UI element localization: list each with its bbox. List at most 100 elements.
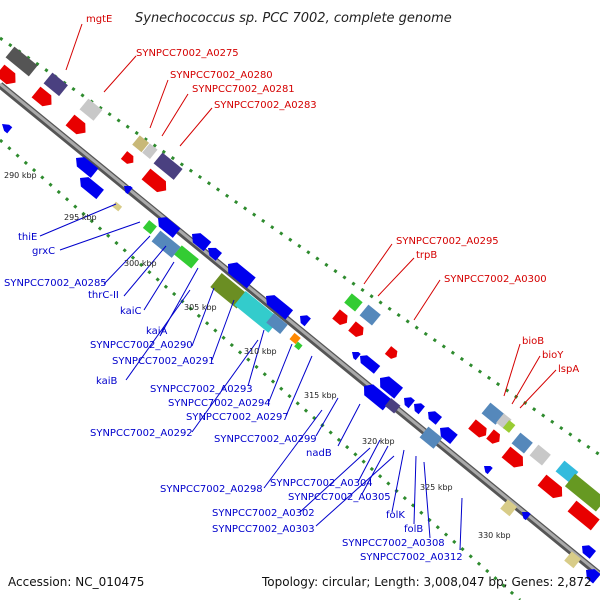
gene-a0276 [31, 86, 52, 107]
gene-a0304 [352, 352, 361, 361]
gene-a0324 [582, 545, 597, 559]
gene-a0292 [266, 295, 294, 320]
gene-a0317 [564, 473, 600, 512]
gene-a0275 [0, 64, 16, 85]
gene-a0281 [142, 143, 158, 159]
gene-a0296 [332, 309, 348, 325]
gene-a0325 [586, 569, 600, 584]
label-mgtE[interactable]: mgtE [86, 14, 112, 25]
topology-text: Topology: circular; Length: 3,008,047 bp… [261, 575, 592, 589]
gene-a0302 [364, 384, 392, 411]
label-a0291[interactable]: SYNPCC7002_A0291 [112, 356, 215, 367]
genome-backbone-highlight [0, 82, 600, 576]
label-a0297[interactable]: SYNPCC7002_A0297 [186, 412, 289, 423]
gene-a0300 [348, 321, 364, 337]
label-a0308[interactable]: SYNPCC7002_A0308 [342, 538, 445, 549]
gene-a0283 [153, 152, 183, 180]
label-a0283[interactable]: SYNPCC7002_A0283 [214, 100, 317, 111]
gene-a0322 [522, 512, 531, 521]
reverse-genes [2, 124, 600, 584]
reverse-leaders [39, 203, 463, 551]
label-a0295[interactable]: SYNPCC7002_A0295 [396, 236, 499, 247]
tick-325: 325 kbp [420, 483, 453, 492]
tick-320: 320 kbp [362, 437, 395, 446]
gene-a0299 [300, 315, 311, 327]
forward-leaders [65, 23, 557, 409]
gene-kaiC [158, 217, 181, 238]
label-kaiA[interactable]: kaiA [146, 326, 168, 337]
label-bioY[interactable]: bioY [542, 350, 564, 361]
label-bioB[interactable]: bioB [522, 336, 544, 347]
gene-bioY [496, 413, 512, 429]
gene-kaiA [192, 233, 212, 252]
label-trpB[interactable]: trpB [416, 250, 437, 261]
gene-a0318 [537, 474, 563, 499]
tick-315: 315 kbp [304, 391, 337, 400]
gene-a0291 [208, 247, 223, 261]
gene-a0323 [564, 551, 582, 569]
reverse-labels: thiE grxC SYNPCC7002_A0285 thrC-II kaiC … [4, 232, 463, 563]
gene-lspA [502, 420, 516, 433]
gene-a0310 [468, 419, 487, 438]
gene-a0303 [380, 376, 404, 399]
forward-labels: mgtE SYNPCC7002_A0275 SYNPCC7002_A0280 S… [86, 14, 579, 375]
label-thrC[interactable]: thrC-II [88, 290, 119, 301]
label-a0290[interactable]: SYNPCC7002_A0290 [90, 340, 193, 351]
gene-folB [404, 397, 415, 409]
gene-a0285b [112, 201, 123, 212]
gene-rev-0 [2, 124, 13, 134]
label-a0292[interactable]: SYNPCC7002_A0292 [90, 428, 193, 439]
label-a0285[interactable]: SYNPCC7002_A0285 [4, 278, 107, 289]
gene-thrC [151, 230, 181, 258]
label-a0302[interactable]: SYNPCC7002_A0302 [212, 508, 315, 519]
gene-a0308 [414, 403, 425, 415]
label-a0300[interactable]: SYNPCC7002_A0300 [444, 274, 547, 285]
label-grxC[interactable]: grxC [32, 246, 55, 257]
label-a0281[interactable]: SYNPCC7002_A0281 [192, 84, 295, 95]
gene-a0282 [120, 151, 134, 164]
label-kaiC[interactable]: kaiC [120, 306, 142, 317]
label-a0299[interactable]: SYNPCC7002_A0299 [214, 434, 317, 445]
gene-grxC [80, 177, 104, 200]
label-a0275[interactable]: SYNPCC7002_A0275 [136, 48, 239, 59]
gene-mgtE-2 [43, 72, 68, 97]
gene-a0311 [486, 429, 500, 444]
label-nadB[interactable]: nadB [306, 448, 332, 459]
gene-a0314 [529, 444, 551, 466]
label-a0305[interactable]: SYNPCC7002_A0305 [288, 492, 391, 503]
label-a0293[interactable]: SYNPCC7002_A0293 [150, 384, 253, 395]
gene-a0313 [511, 432, 533, 454]
label-a0294[interactable]: SYNPCC7002_A0294 [168, 398, 271, 409]
tick-300: 300 kbp [124, 259, 157, 268]
label-thiE[interactable]: thiE [18, 232, 37, 243]
gene-a0285 [142, 220, 157, 235]
label-folK[interactable]: folK [386, 510, 405, 521]
label-a0312[interactable]: SYNPCC7002_A0312 [360, 552, 463, 563]
gene-a0297 [266, 313, 288, 335]
label-folB[interactable]: folB [404, 524, 423, 535]
label-lspA[interactable]: lspA [558, 364, 579, 375]
gene-a0309 [428, 411, 443, 425]
label-a0304[interactable]: SYNPCC7002_A0304 [270, 478, 373, 489]
tick-310: 310 kbp [244, 347, 277, 356]
tick-305: 305 kbp [184, 303, 217, 312]
label-kaiB[interactable]: kaiB [96, 376, 118, 387]
tick-290: 290 kbp [4, 171, 37, 180]
gene-a0290 [174, 245, 199, 269]
gene-a0277 [79, 98, 103, 121]
gene-a0321 [500, 499, 518, 517]
gene-a0280 [132, 135, 150, 153]
gene-a0284 [141, 168, 167, 193]
gene-mgtE [5, 46, 38, 77]
gene-folK [384, 398, 401, 414]
forward-genes [0, 46, 600, 531]
label-a0298[interactable]: SYNPCC7002_A0298 [160, 484, 263, 495]
gene-a0298 [294, 341, 303, 351]
gene-a0312b [440, 427, 458, 445]
label-a0280[interactable]: SYNPCC7002_A0280 [170, 70, 273, 81]
gene-a0301 [384, 346, 398, 359]
label-a0303[interactable]: SYNPCC7002_A0303 [212, 524, 315, 535]
gene-a0312 [419, 426, 443, 449]
